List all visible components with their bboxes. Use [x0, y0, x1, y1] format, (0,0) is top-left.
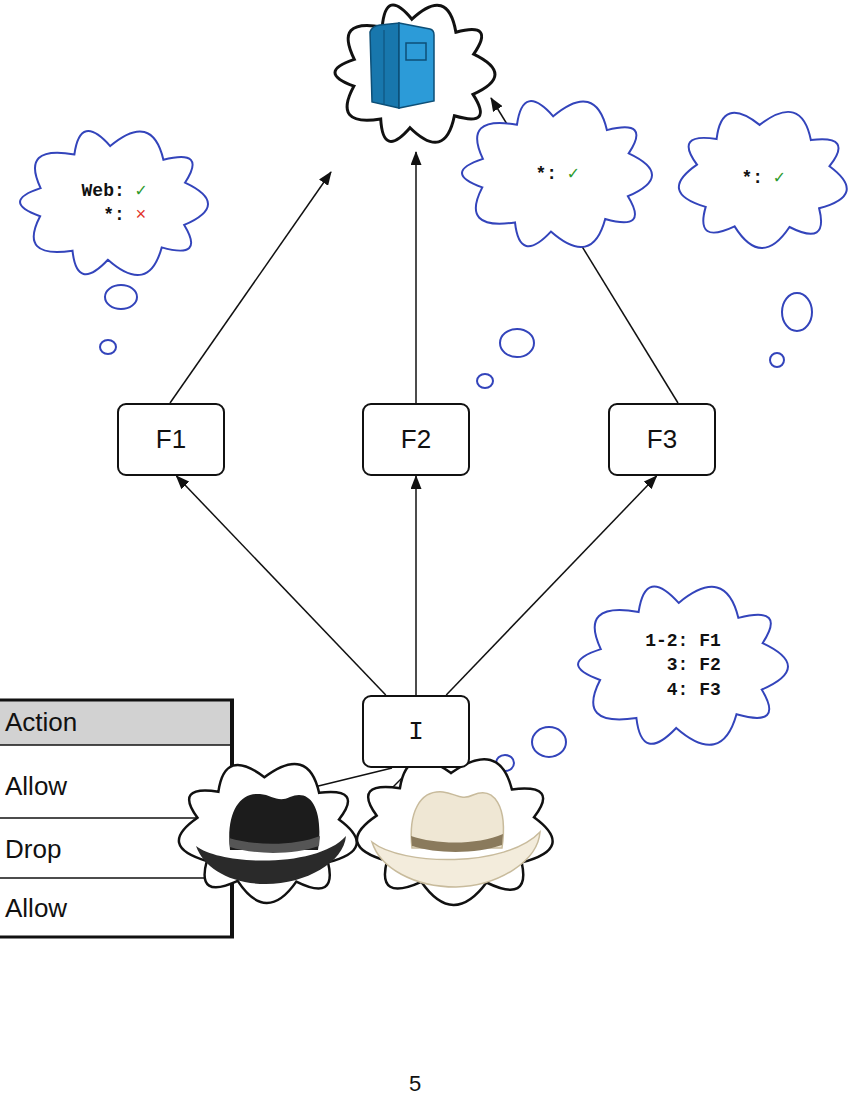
arrow-to-server — [415, 152, 417, 403]
table-cell: Drop — [5, 834, 61, 865]
ingress-box: I — [362, 695, 470, 768]
node-label: F3 — [647, 424, 677, 455]
node-label: I — [408, 717, 424, 747]
page-number: 5 — [409, 1071, 421, 1097]
thought-cloud: *: ✓ — [462, 98, 652, 250]
dispatch-arrow — [415, 476, 417, 695]
text-stack: I — [408, 717, 424, 747]
cloud-path — [462, 101, 652, 247]
thought-cloud: 1-2: F13: F24: F3 — [578, 583, 788, 748]
filter-box: F1 — [117, 403, 225, 476]
table-cell: Allow — [5, 893, 67, 924]
table-header-fill — [0, 700, 231, 745]
text-stack: F2 — [401, 424, 431, 455]
text-stack: *: ✓ — [741, 166, 784, 190]
text-stack: Web: ✓*: × — [82, 179, 147, 228]
thought-cloud: Web: ✓*: × — [20, 128, 208, 278]
white-hat — [372, 792, 540, 887]
node-label: F2 — [401, 424, 431, 455]
text-stack: F1 — [156, 424, 186, 455]
text-stack: *: ✓ — [535, 162, 578, 186]
rule-text: Web: ✓ — [82, 179, 147, 203]
filter-box: F2 — [362, 403, 470, 476]
table-header: Action — [5, 707, 77, 738]
table-rule — [0, 936, 234, 939]
thought-bubbles — [100, 285, 812, 771]
rule-text: 1-2: F1 — [645, 629, 721, 653]
cloud-path — [679, 112, 847, 248]
node-label: F1 — [156, 424, 186, 455]
thought-cloud: *: ✓ — [678, 108, 848, 248]
filter-box: F3 — [608, 403, 716, 476]
server-cloud — [335, 5, 495, 142]
table-rule — [0, 877, 232, 879]
rule-text: *: ✓ — [741, 166, 784, 190]
rule-text: 4: F3 — [667, 678, 721, 702]
text-stack: F3 — [647, 424, 677, 455]
black-hat — [196, 794, 346, 884]
user-cloud — [357, 759, 553, 905]
cloud-path — [578, 586, 788, 744]
table-cell: Allow — [5, 771, 67, 802]
rule-text: 3: F2 — [667, 653, 721, 677]
rule-text: *: ✓ — [535, 162, 578, 186]
table-rule — [0, 744, 232, 746]
text-stack: 1-2: F13: F24: F3 — [645, 629, 721, 702]
server-icon — [370, 23, 434, 108]
cloud-outline — [20, 128, 208, 278]
rule-text: *: × — [103, 203, 146, 227]
table-rule — [0, 699, 234, 702]
dispatch-arrow — [176, 476, 385, 695]
cloud-path — [20, 131, 208, 275]
user-cloud — [179, 764, 357, 903]
